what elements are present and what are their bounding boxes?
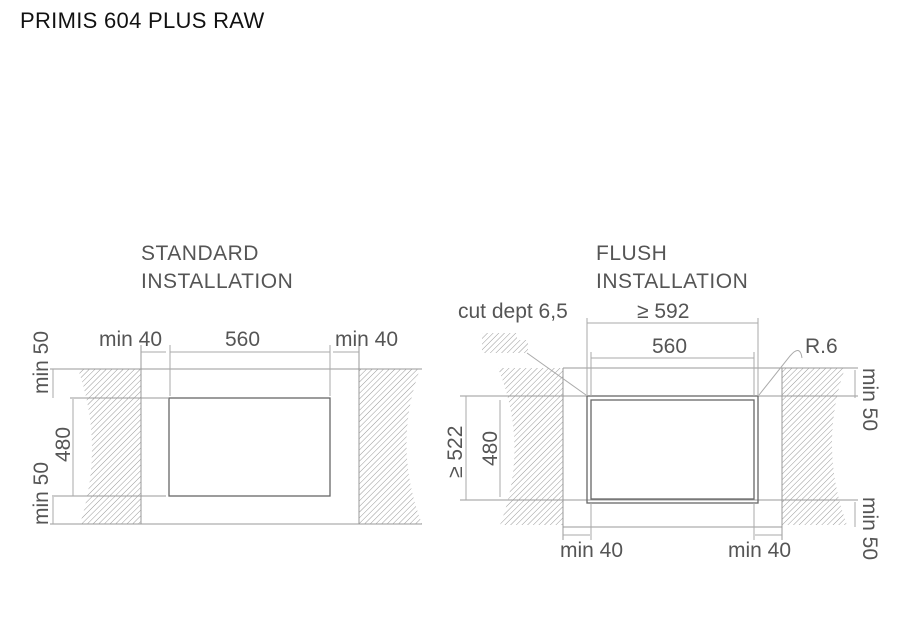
sink-outline [590, 399, 755, 500]
flush-radius-label: R.6 [805, 335, 838, 358]
countertop-hatch-left [498, 368, 563, 525]
standard-installation-heading: STANDARD INSTALLATION [141, 240, 293, 296]
standard-diagram: min 40 560 min 40 min 50 480 min 50 [30, 328, 422, 525]
standard-heading-line1: STANDARD [141, 242, 259, 265]
standard-heading-line2: INSTALLATION [141, 270, 294, 293]
standard-bottom-gap-label: min 50 [30, 462, 53, 525]
countertop-hatch-right [359, 369, 422, 524]
flush-right-gap-label: min 40 [728, 539, 791, 562]
flush-cut-depth-label: cut dept 6,5 [458, 300, 568, 323]
sink-outer-rim [586, 395, 759, 504]
flush-depth-label: 480 [479, 431, 502, 466]
standard-top-gap-label: min 50 [30, 331, 53, 394]
standard-depth-label: 480 [52, 427, 75, 462]
radius-leader [758, 350, 803, 396]
flush-left-gap-label: min 40 [560, 539, 623, 562]
flush-bottom-gap-label: min 50 [858, 497, 881, 560]
countertop-hatch-right [782, 368, 847, 525]
sink-outline [168, 397, 331, 497]
flush-heading-line1: FLUSH [596, 242, 668, 265]
cut-depth-leader [526, 352, 587, 396]
flush-outer-width-label: ≥ 592 [637, 300, 689, 323]
countertop-hatch-left [78, 369, 141, 524]
standard-width-label: 560 [225, 328, 260, 351]
flush-outer-depth-label: ≥ 522 [444, 426, 467, 478]
flush-width-label: 560 [652, 335, 687, 358]
page-title: PRIMIS 604 PLUS RAW [20, 8, 265, 33]
flush-installation-heading: FLUSH INSTALLATION [596, 240, 748, 296]
flush-heading-line2: INSTALLATION [596, 270, 749, 293]
standard-right-gap-label: min 40 [335, 328, 398, 351]
cut-depth-step-icon [482, 333, 528, 353]
flush-diagram: cut dept 6,5 ≥ 592 560 R.6 ≥ 522 480 min… [444, 300, 881, 562]
flush-top-gap-label: min 50 [858, 368, 881, 431]
standard-left-gap-label: min 40 [99, 328, 162, 351]
